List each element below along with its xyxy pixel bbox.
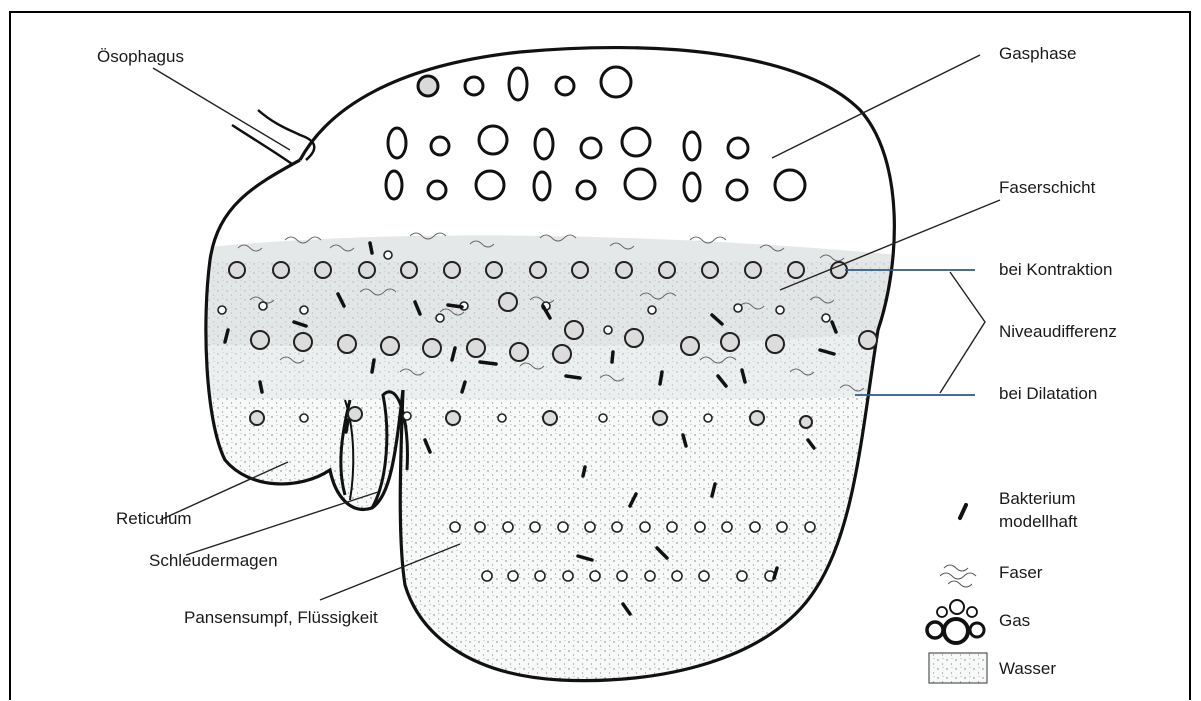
legend-faser: Faser (999, 563, 1042, 583)
label-faserschicht: Faserschicht (999, 178, 1095, 198)
label-pansensumpf: Pansensumpf, Flüssigkeit (184, 608, 378, 628)
label-schleudermagen: Schleudermagen (149, 551, 278, 571)
label-bei-dilatation: bei Dilatation (999, 384, 1097, 404)
label-bei-kontraktion: bei Kontraktion (999, 260, 1112, 280)
label-oesophagus: Ösophagus (97, 47, 184, 67)
label-reticulum: Reticulum (116, 509, 192, 529)
legend-gas-icon (927, 600, 984, 643)
gas-bubbles (386, 67, 805, 201)
legend-gas: Gas (999, 611, 1030, 631)
label-gasphase: Gasphase (999, 44, 1077, 64)
legend-bacterium-icon (960, 505, 966, 518)
legend-wasser: Wasser (999, 659, 1056, 679)
legend-bakterium-line2: modellhaft (999, 512, 1077, 532)
legend-faser-icon (940, 565, 976, 587)
legend-wasser-icon (929, 653, 987, 683)
legend-bakterium-line1: Bakterium (999, 489, 1076, 509)
label-niveaudifferenz: Niveaudifferenz (999, 322, 1117, 342)
